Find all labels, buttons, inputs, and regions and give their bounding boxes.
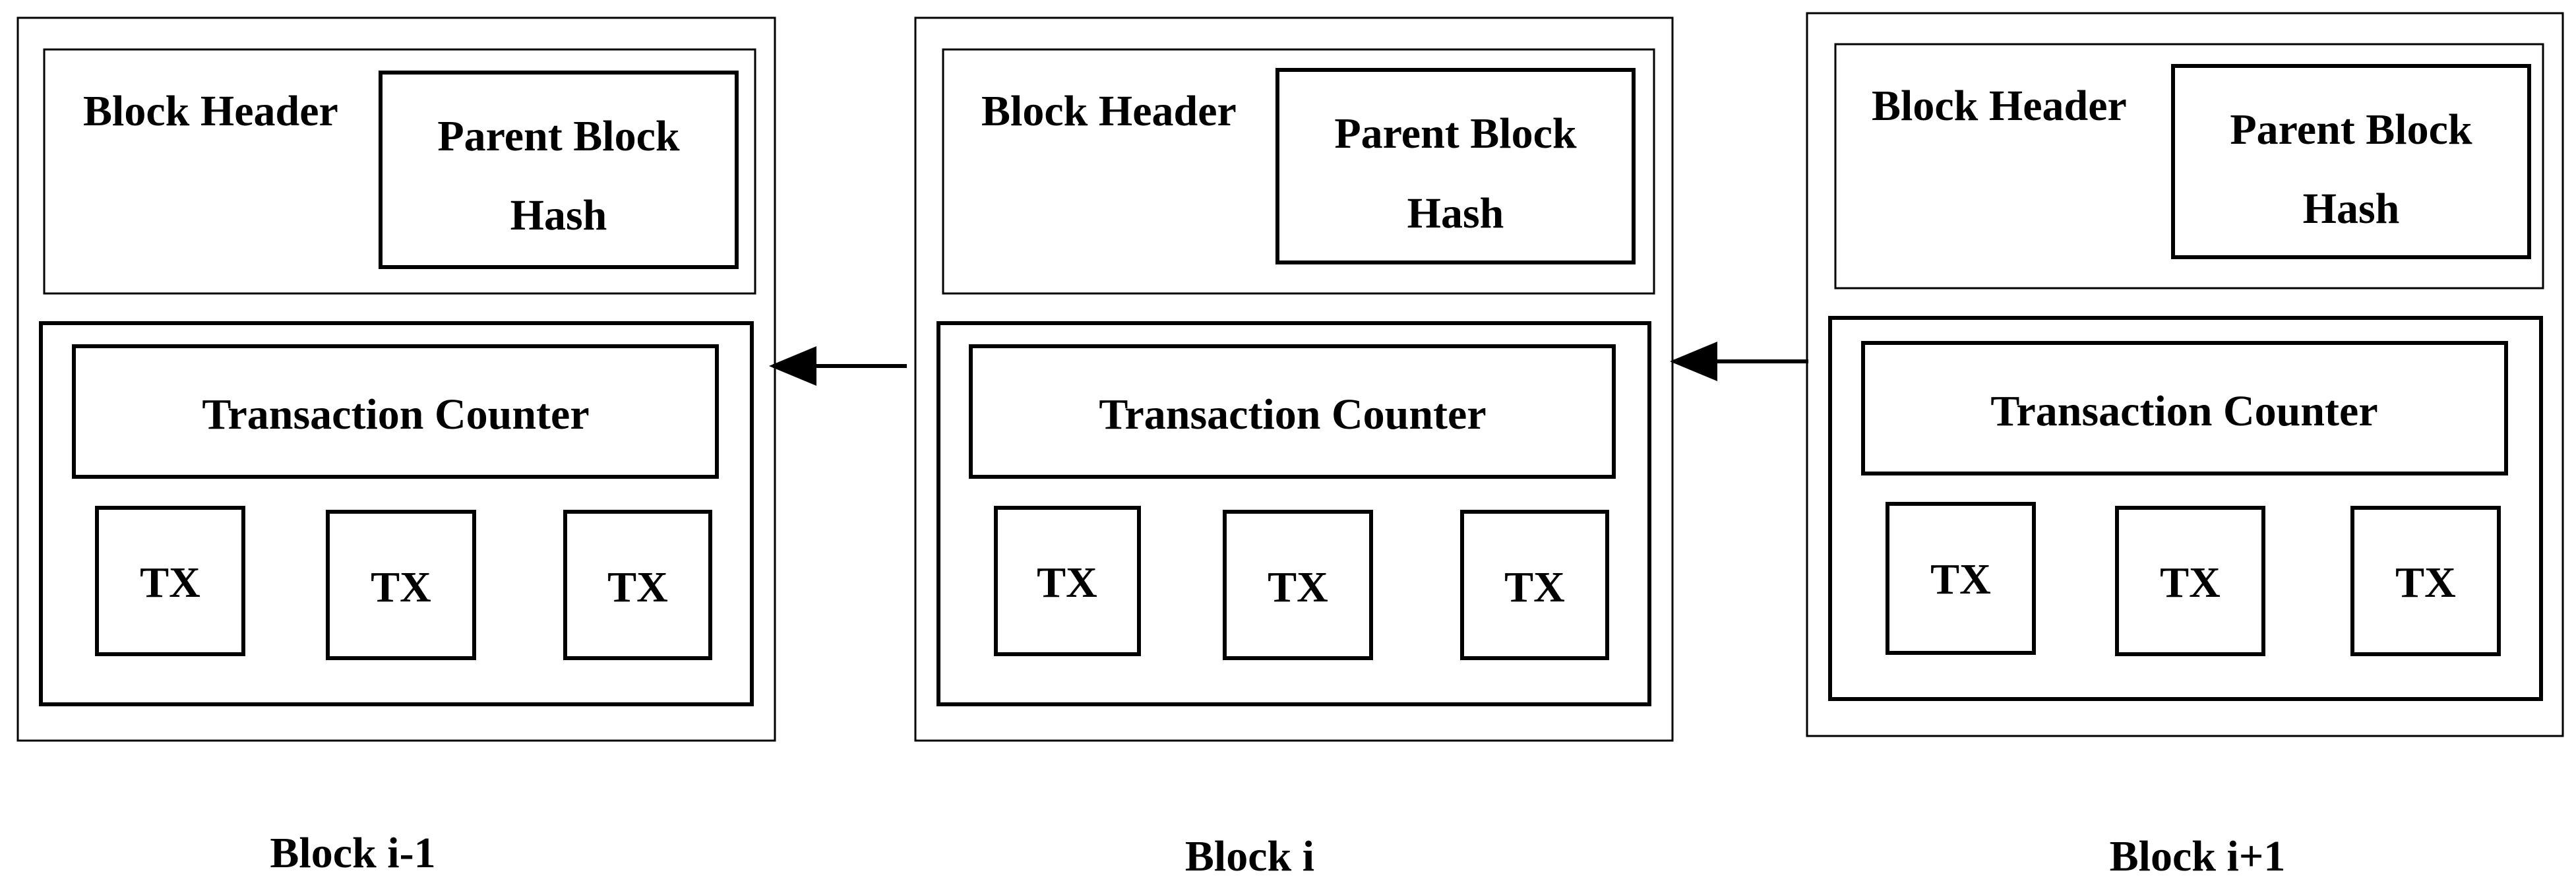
block-header-label: Block Header bbox=[981, 87, 1237, 135]
block-label: Block i+1 bbox=[2110, 832, 2286, 880]
parent-hash-label-line2: Hash bbox=[510, 191, 607, 239]
tx-box-3 bbox=[1460, 510, 1609, 660]
tx-label-3: TX bbox=[1504, 563, 1565, 611]
tx-label-3: TX bbox=[607, 563, 668, 611]
block-header-box bbox=[1834, 43, 2544, 290]
tx-box-1 bbox=[994, 506, 1141, 656]
transaction-counter-label: Transaction Counter bbox=[202, 390, 589, 439]
transactions-box bbox=[936, 321, 1651, 706]
block-outer-frame bbox=[1806, 12, 2564, 737]
tx-label-1: TX bbox=[1930, 555, 1991, 603]
block-0: Block Header Parent Block Hash Transacti… bbox=[16, 16, 776, 877]
parent-hash-label-line1: Parent Block bbox=[2230, 106, 2472, 154]
parent-hash-label-line2: Hash bbox=[1407, 189, 1504, 237]
tx-label-1: TX bbox=[140, 559, 200, 607]
tx-box-1 bbox=[95, 506, 245, 656]
transactions-box bbox=[1828, 316, 2543, 701]
tx-box-1 bbox=[1886, 502, 2036, 655]
block-label: Block i-1 bbox=[270, 829, 435, 877]
parent-hash-box bbox=[1275, 68, 1636, 264]
tx-box-2 bbox=[1223, 510, 1373, 660]
parent-hash-box bbox=[2171, 64, 2531, 259]
tx-label-2: TX bbox=[1268, 563, 1328, 611]
block-header-box bbox=[942, 48, 1655, 295]
block-header-box bbox=[43, 48, 756, 295]
block-header-label: Block Header bbox=[1872, 82, 2127, 130]
transaction-counter-box bbox=[1861, 341, 2508, 475]
tx-box-2 bbox=[2115, 506, 2265, 656]
tx-label-1: TX bbox=[1037, 559, 1097, 607]
transaction-counter-box bbox=[969, 344, 1616, 479]
tx-label-2: TX bbox=[2160, 559, 2221, 607]
tx-label-3: TX bbox=[2395, 559, 2456, 607]
block-2: Block Header Parent Block Hash Transacti… bbox=[1806, 12, 2564, 880]
tx-box-2 bbox=[326, 510, 476, 660]
parent-hash-label-line2: Hash bbox=[2303, 185, 2400, 233]
tx-box-3 bbox=[563, 510, 712, 660]
tx-box-3 bbox=[2350, 506, 2501, 656]
tx-label-2: TX bbox=[371, 563, 431, 611]
block-label: Block i bbox=[1185, 832, 1314, 880]
transaction-counter-label: Transaction Counter bbox=[1099, 390, 1486, 439]
parent-hash-label-line1: Parent Block bbox=[1334, 109, 1577, 158]
block-1: Block Header Parent Block Hash Transacti… bbox=[914, 16, 1674, 880]
transactions-box bbox=[39, 321, 754, 706]
block-header-label: Block Header bbox=[83, 87, 338, 135]
transaction-counter-box bbox=[72, 344, 719, 479]
parent-hash-label-line1: Parent Block bbox=[437, 112, 680, 160]
parent-hash-box bbox=[379, 71, 739, 269]
transaction-counter-label: Transaction Counter bbox=[1990, 387, 2377, 435]
